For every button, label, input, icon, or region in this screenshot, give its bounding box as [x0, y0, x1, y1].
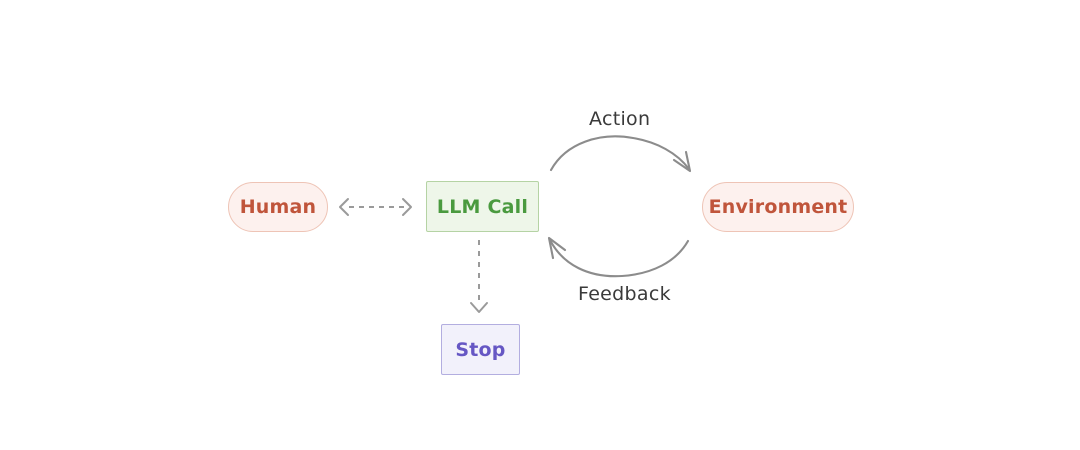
edge-human-llm-arrowhead-right [402, 198, 412, 216]
node-environment-label: Environment [708, 196, 848, 218]
node-stop-label: Stop [455, 338, 506, 361]
edge-llm-stop-arrowhead [470, 302, 488, 313]
edge-action [549, 135, 692, 173]
edge-feedback [547, 236, 690, 278]
edge-label-action: Action [589, 108, 651, 130]
edge-action-arrowhead [672, 150, 692, 173]
edge-human-llm-arrowhead-left [339, 198, 349, 216]
node-human-label: Human [239, 196, 317, 218]
edge-feedback-path [548, 238, 690, 278]
edge-human-llm [339, 198, 412, 216]
edge-llm-stop [470, 240, 488, 313]
node-environment[interactable]: Environment [702, 182, 854, 232]
node-human[interactable]: Human [228, 182, 328, 232]
edge-feedback-arrowhead [547, 236, 567, 260]
node-llm-call-label: LLM Call [436, 195, 529, 218]
node-llm-call[interactable]: LLM Call [426, 181, 539, 232]
node-stop[interactable]: Stop [441, 324, 520, 375]
edge-action-path [549, 135, 691, 172]
edge-label-feedback: Feedback [578, 283, 671, 305]
